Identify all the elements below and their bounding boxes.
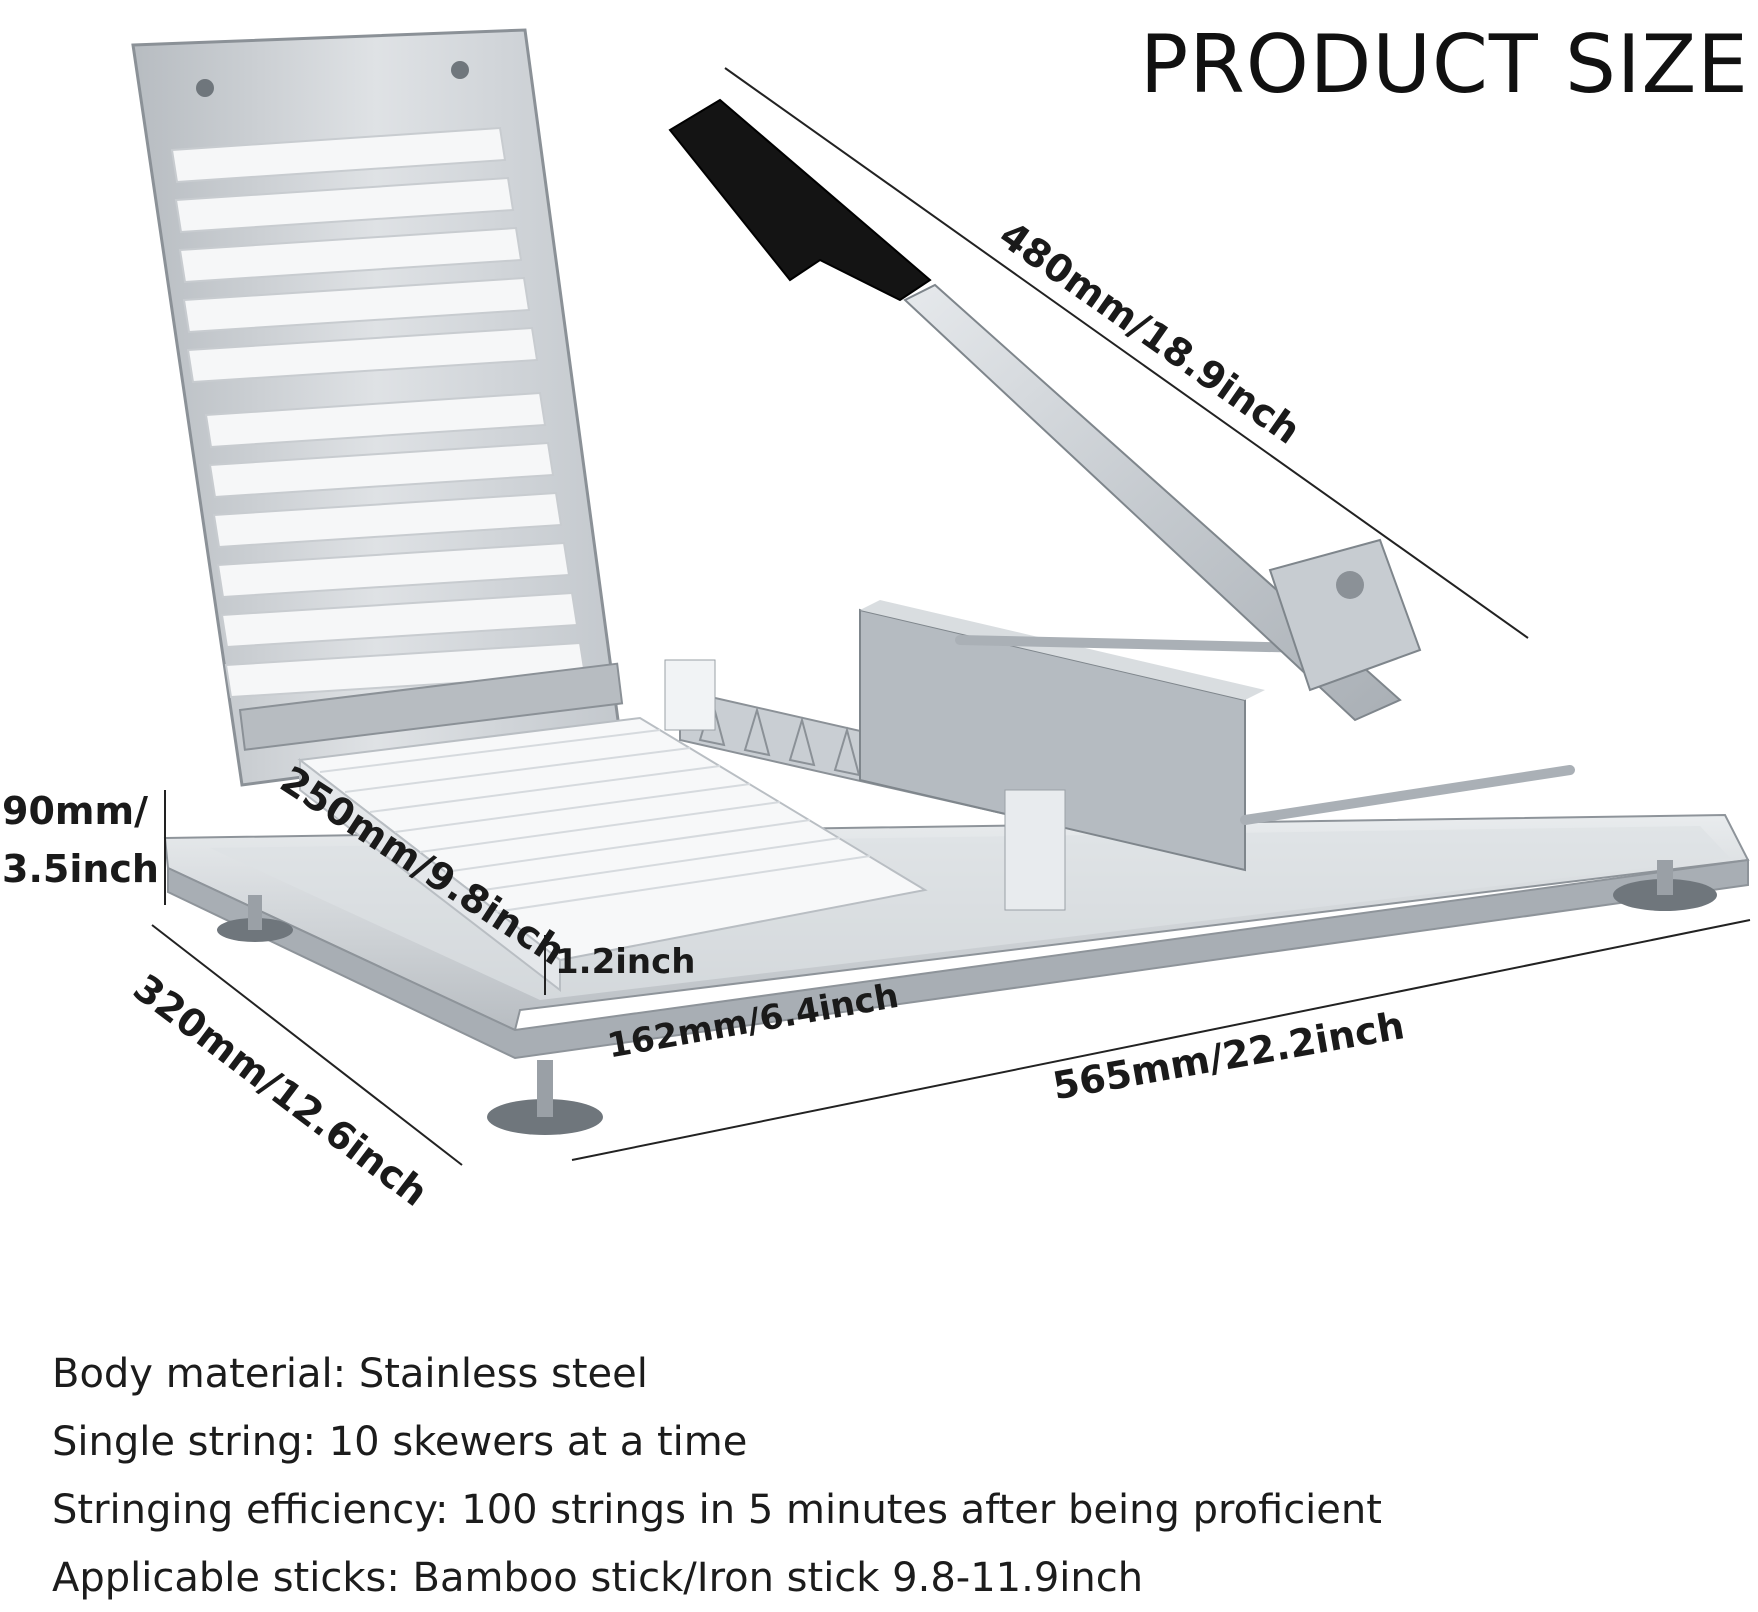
spec-single-string: Single string: 10 skewers at a time <box>52 1419 748 1465</box>
hinged-skewer-panel <box>131 28 624 787</box>
lever-handle <box>668 98 1422 722</box>
spec-stringing-efficiency: Stringing efficiency: 100 strings in 5 m… <box>52 1487 1382 1533</box>
height-label-line2: 3.5inch <box>2 847 159 891</box>
tray-height-label: 1.2inch <box>555 942 696 982</box>
spec-body-material: Body material: Stainless steel <box>52 1351 648 1397</box>
pusher-bar <box>664 600 1265 911</box>
rubber-feet <box>217 860 1717 1135</box>
white-tray <box>297 716 928 993</box>
spec-applicable-sticks: Applicable sticks: Bamboo stick/Iron sti… <box>52 1555 1144 1601</box>
height-label-line1: 90mm/ <box>2 789 148 833</box>
specs-list: Body material: Stainless steel Single st… <box>52 1340 1382 1612</box>
dimension-lines <box>151 67 1751 1166</box>
page-title: PRODUCT SIZE <box>1140 18 1749 111</box>
